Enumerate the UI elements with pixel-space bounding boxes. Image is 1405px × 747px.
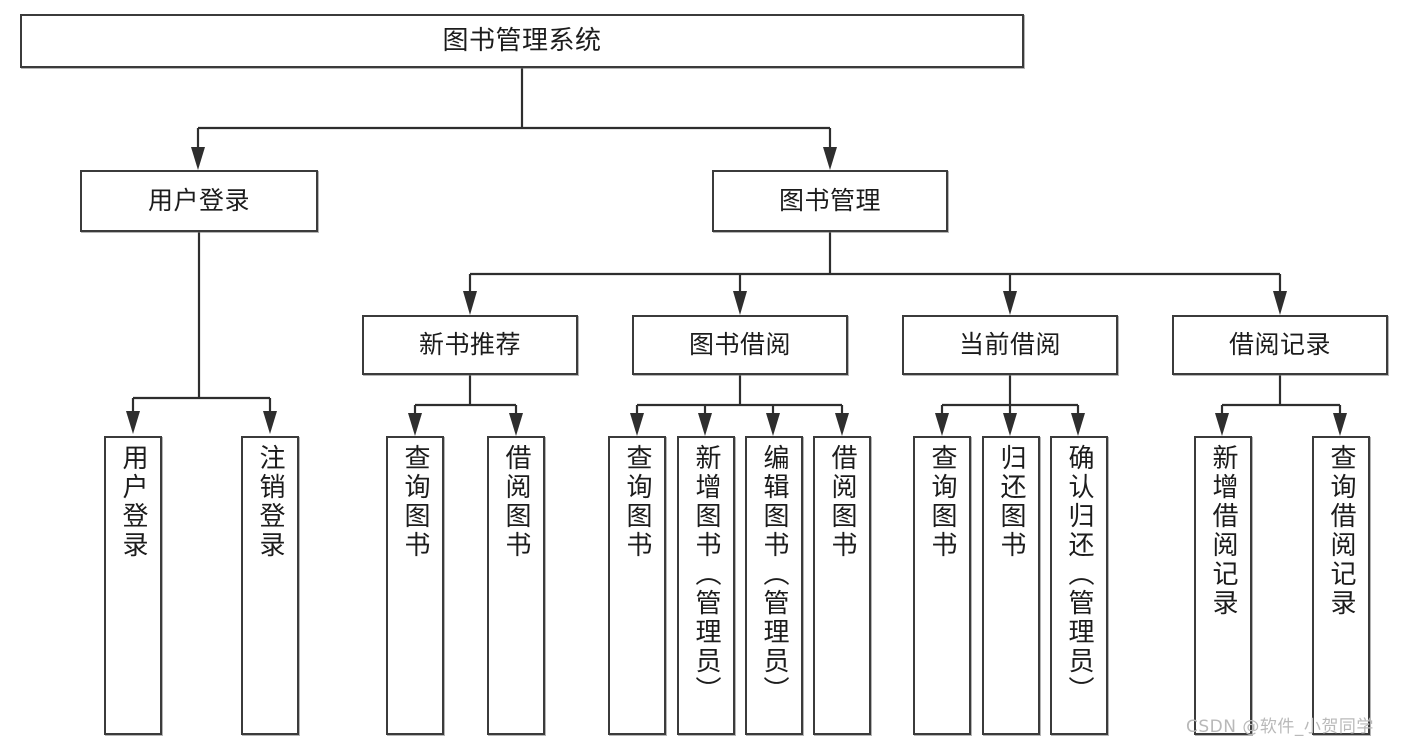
leaf-newbook-borrow-book[interactable]: 借阅图书 <box>487 436 545 735</box>
link-bookmgmt-to-level3 <box>463 232 1287 315</box>
node-label: 注销登录 <box>255 444 285 560</box>
node-label: 查询图书 <box>927 444 957 560</box>
link-borrowrecord-to-leaves <box>1215 375 1347 436</box>
csdn-watermark: CSDN @软件_小贺同学 <box>1186 717 1374 737</box>
node-label: 借阅图书 <box>827 444 857 560</box>
leaf-newbook-query-book[interactable]: 查询图书 <box>386 436 444 735</box>
link-currentborrow-to-leaves <box>935 375 1085 436</box>
node-label: 编辑图书（管理员） <box>759 444 789 705</box>
node-label: 用户登录 <box>118 444 148 560</box>
leaf-borrowrecord-query-record[interactable]: 查询借阅记录 <box>1312 436 1370 735</box>
link-root-to-level2 <box>191 68 837 170</box>
link-bookborrow-to-leaves <box>630 375 849 436</box>
leaf-borrowrecord-add-record[interactable]: 新增借阅记录 <box>1194 436 1252 735</box>
leaf-bookborrow-edit-book-admin[interactable]: 编辑图书（管理员） <box>745 436 803 735</box>
node-root-book-management-system[interactable]: 图书管理系统 <box>20 14 1024 68</box>
node-label: 当前借阅 <box>958 330 1061 360</box>
node-label: 新书推荐 <box>418 330 521 360</box>
node-label: 归还图书 <box>996 444 1026 560</box>
node-label: 查询图书 <box>400 444 430 560</box>
node-label: 图书管理 <box>778 186 881 216</box>
node-label: 借阅图书 <box>501 444 531 560</box>
leaf-user-login[interactable]: 用户登录 <box>104 436 162 735</box>
leaf-currentborrow-query-book[interactable]: 查询图书 <box>913 436 971 735</box>
node-label: 确认归还（管理员） <box>1064 444 1094 705</box>
node-label: 新增借阅记录 <box>1208 444 1238 618</box>
link-userlogin-to-leaves <box>126 232 277 434</box>
node-label: 查询借阅记录 <box>1326 444 1356 618</box>
node-label: 查询图书 <box>622 444 652 560</box>
node-label: 用户登录 <box>147 186 250 216</box>
leaf-user-logout[interactable]: 注销登录 <box>241 436 299 735</box>
node-borrow-record[interactable]: 借阅记录 <box>1172 315 1388 375</box>
node-book-management[interactable]: 图书管理 <box>712 170 948 232</box>
link-newbook-to-leaves <box>408 375 523 436</box>
leaf-bookborrow-query-book[interactable]: 查询图书 <box>608 436 666 735</box>
node-label: 新增图书（管理员） <box>691 444 721 705</box>
node-label: 借阅记录 <box>1228 330 1331 360</box>
node-user-login[interactable]: 用户登录 <box>80 170 318 232</box>
leaf-bookborrow-borrow-book[interactable]: 借阅图书 <box>813 436 871 735</box>
node-label: 图书管理系统 <box>442 25 602 56</box>
node-book-borrow[interactable]: 图书借阅 <box>632 315 848 375</box>
leaf-bookborrow-add-book-admin[interactable]: 新增图书（管理员） <box>677 436 735 735</box>
node-current-borrow[interactable]: 当前借阅 <box>902 315 1118 375</box>
node-new-book-recommend[interactable]: 新书推荐 <box>362 315 578 375</box>
node-label: 图书借阅 <box>688 330 791 360</box>
leaf-currentborrow-confirm-return-admin[interactable]: 确认归还（管理员） <box>1050 436 1108 735</box>
leaf-currentborrow-return-book[interactable]: 归还图书 <box>982 436 1040 735</box>
